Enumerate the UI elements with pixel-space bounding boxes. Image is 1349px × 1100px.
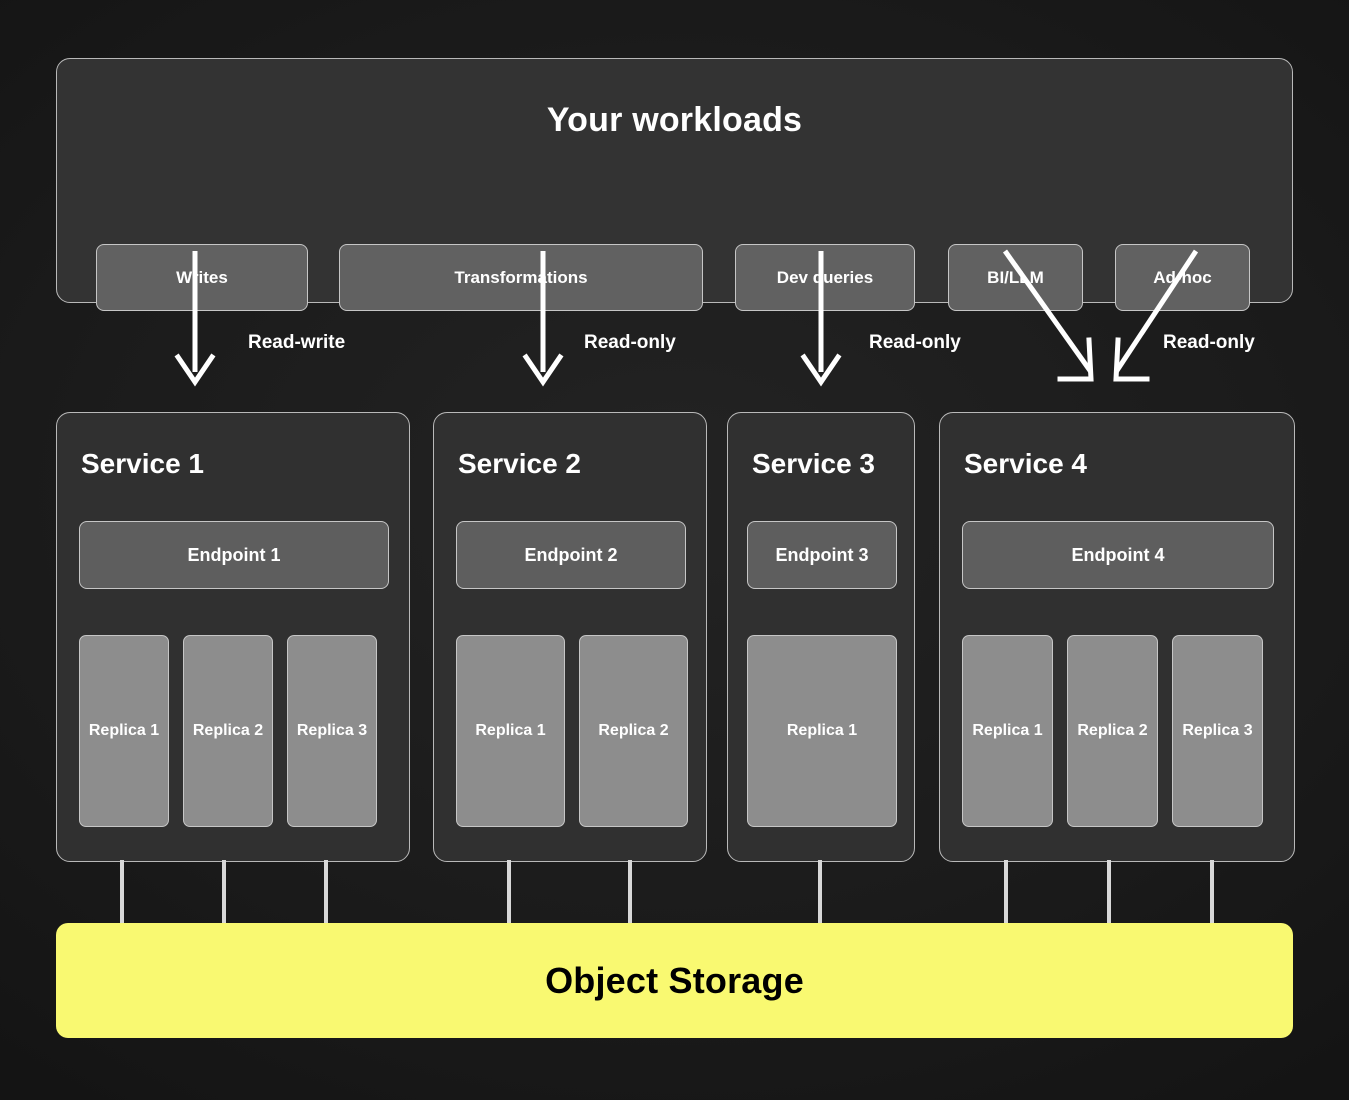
storage-connector-line [1209, 860, 1214, 923]
replica-box[interactable]: Replica 1 [79, 635, 169, 827]
replica-label: Replica 2 [598, 722, 669, 739]
arrow-label: Read-only [1163, 332, 1255, 353]
workload-chip[interactable]: Transformations [339, 244, 703, 311]
storage-connector-line [1003, 860, 1008, 923]
replica-box[interactable]: Replica 1 [747, 635, 897, 827]
replica-row: Replica 1 Replica 2 [456, 635, 688, 827]
storage-connector-line [222, 860, 226, 923]
endpoint-box[interactable]: Endpoint 1 [79, 521, 389, 589]
replica-box[interactable]: Replica 3 [1172, 635, 1263, 827]
arrow-label: Read-write [248, 332, 346, 353]
service-card[interactable]: Service 3 Endpoint 3 Replica 1 [727, 412, 915, 862]
replica-label: Replica 1 [88, 722, 160, 739]
arrow-label: Read-only [869, 332, 961, 353]
replica-row: Replica 1 Replica 2 Replica 3 [962, 635, 1263, 827]
endpoint-label: Endpoint 3 [775, 544, 869, 565]
replica-label: Replica 3 [1182, 722, 1253, 739]
endpoint-label: Endpoint 4 [1071, 544, 1165, 565]
workload-chip-label: Transformations [454, 267, 588, 287]
service-title: Service 1 [81, 448, 204, 479]
endpoint-box[interactable]: Endpoint 2 [456, 521, 686, 589]
replica-row: Replica 1 Replica 2 Replica 3 [79, 635, 377, 827]
replica-box[interactable]: Replica 2 [579, 635, 688, 827]
storage-connector-line [506, 860, 511, 923]
workloads-title: Your workloads [546, 101, 803, 139]
service-card[interactable]: Service 2 Endpoint 2 Replica 1 Replica 2 [433, 412, 707, 862]
service-title: Service 4 [964, 448, 1087, 479]
object-storage-bar: Object Storage [56, 923, 1293, 1038]
replica-label: Replica 1 [475, 722, 546, 739]
object-storage-label: Object Storage [545, 959, 804, 1001]
storage-connector-line [1106, 860, 1111, 923]
storage-connector-line [324, 860, 328, 923]
replica-box[interactable]: Replica 2 [183, 635, 273, 827]
workload-chip-label: Writes [176, 267, 228, 287]
replica-row: Replica 1 [747, 635, 897, 827]
replica-label: Replica 1 [786, 722, 858, 739]
storage-connector-line [627, 860, 632, 923]
workload-chip-label: Dev queries [776, 267, 874, 287]
storage-connector-line [818, 860, 822, 923]
replica-box[interactable]: Replica 3 [287, 635, 377, 827]
storage-connector-line [120, 860, 124, 923]
service-title: Service 3 [752, 448, 875, 479]
replica-label: Replica 2 [1077, 722, 1148, 739]
endpoint-box[interactable]: Endpoint 3 [747, 521, 897, 589]
endpoint-box[interactable]: Endpoint 4 [962, 521, 1274, 589]
endpoint-label: Endpoint 2 [524, 544, 618, 565]
replica-label: Replica 1 [972, 722, 1043, 739]
replica-label: Replica 2 [192, 722, 264, 739]
replica-label: Replica 3 [296, 722, 368, 739]
endpoint-label: Endpoint 1 [187, 544, 281, 565]
workload-chip[interactable]: Writes [96, 244, 308, 311]
workload-chip[interactable]: Dev queries [735, 244, 915, 311]
replica-box[interactable]: Replica 1 [962, 635, 1053, 827]
arrow-label: Read-only [584, 332, 676, 353]
service-title: Service 2 [458, 448, 581, 479]
replica-box[interactable]: Replica 1 [456, 635, 565, 827]
replica-box[interactable]: Replica 2 [1067, 635, 1158, 827]
